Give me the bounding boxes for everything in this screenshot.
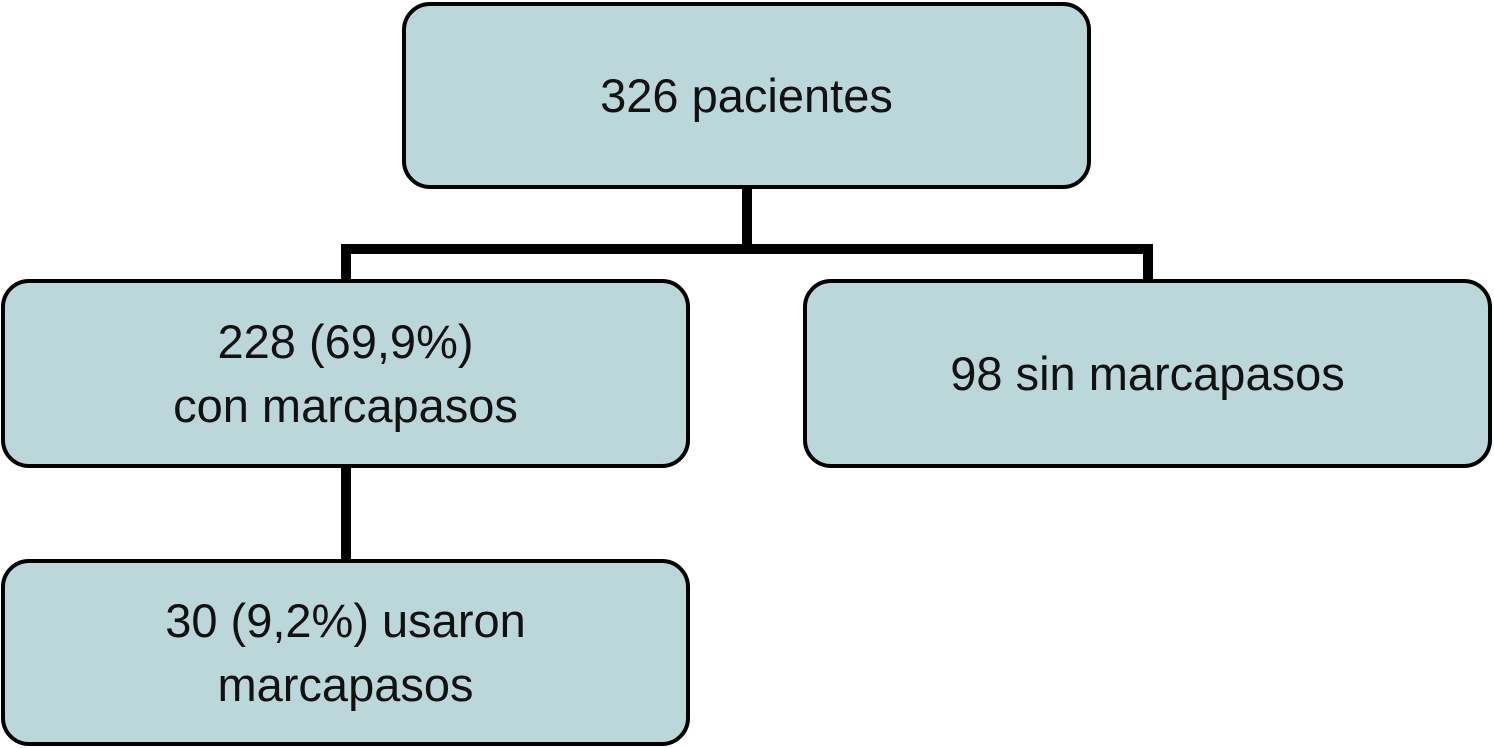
node-used-pacemaker-label: marcapasos	[217, 657, 474, 711]
node-total-patients: 326 pacientes	[402, 2, 1091, 189]
node-used-pacemaker: 30 (9,2%) usaron marcapasos	[1, 559, 690, 746]
node-total-patients-text: 326 pacientes	[600, 68, 893, 122]
node-with-pacemaker-count: 228 (69,9%)	[217, 314, 474, 368]
node-used-pacemaker-count: 30 (9,2%) usaron	[165, 593, 526, 647]
node-with-pacemaker-label: con marcapasos	[173, 378, 518, 432]
node-without-pacemaker-text: 98 sin marcapasos	[950, 346, 1345, 400]
node-without-pacemaker: 98 sin marcapasos	[803, 279, 1492, 468]
node-with-pacemaker: 228 (69,9%) con marcapasos	[1, 279, 690, 468]
